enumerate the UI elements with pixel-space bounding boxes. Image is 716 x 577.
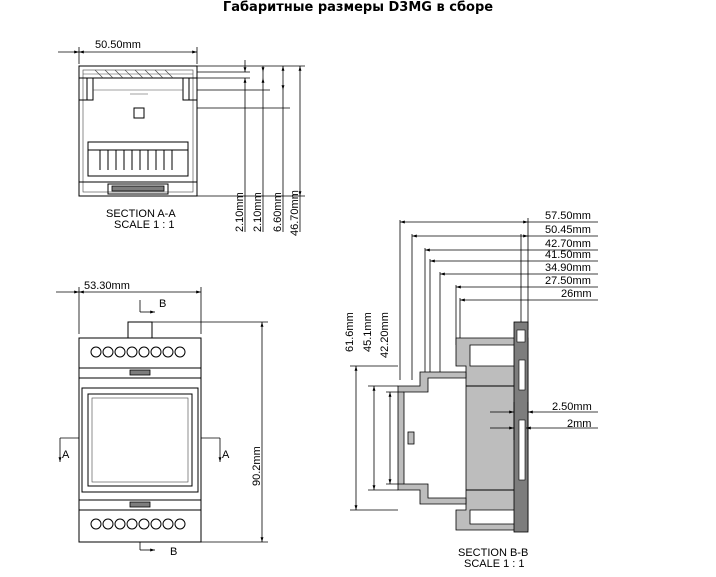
- section-aa-view: 50.50mm: [58, 39, 305, 236]
- section-aa-scale: SCALE 1 : 1: [114, 219, 175, 231]
- section-bb-caption: SECTION B-B: [458, 547, 528, 559]
- top-terminal-row: [90, 346, 186, 358]
- front-height-label: 90.2mm: [251, 446, 263, 486]
- section-aa-dim-3: 6.60mm: [272, 192, 284, 232]
- section-bb-top-dim-1: 57.50mm: [545, 210, 591, 222]
- section-b-marker-top: B: [159, 298, 166, 310]
- front-width-label: 53.30mm: [84, 280, 130, 292]
- section-b-marker-bottom: B: [170, 546, 177, 558]
- section-a-marker-left: A: [62, 449, 70, 461]
- section-aa-dim-1: 2.10mm: [234, 192, 246, 232]
- section-bb-top-dim-2: 50.45mm: [545, 224, 591, 236]
- section-bb-view: 57.50mm 50.45mm 42.70mm 41.50mm 34.90mm …: [344, 210, 598, 570]
- section-bb-top-dim-3: 42.70mm: [545, 238, 591, 250]
- section-bb-left-dim-2: 45.1mm: [362, 312, 374, 352]
- bottom-terminal-row: [90, 518, 186, 530]
- front-view: 53.30mm B: [56, 280, 268, 558]
- section-bb-left-dim-3: 42.20mm: [379, 312, 391, 358]
- section-aa-dim-2: 2.10mm: [252, 192, 264, 232]
- section-aa-dim-4: 46.70mm: [289, 190, 301, 236]
- section-bb-scale: SCALE 1 : 1: [464, 558, 525, 570]
- section-bb-right-dim-1: 2.50mm: [552, 401, 592, 413]
- section-a-marker-right: A: [222, 449, 230, 461]
- section-aa-caption: SECTION A-A: [106, 208, 176, 220]
- section-aa-width-label: 50.50mm: [95, 39, 141, 51]
- section-bb-left-dim-1: 61.6mm: [344, 312, 356, 352]
- page-title: Габаритные размеры D3MG в сборе: [222, 0, 494, 15]
- section-bb-top-dim-4: 41.50mm: [545, 249, 591, 261]
- section-bb-right-dim-2: 2mm: [567, 418, 591, 430]
- section-bb-top-dim-6: 27.50mm: [545, 275, 591, 287]
- section-bb-top-dim-5: 34.90mm: [545, 262, 591, 274]
- section-bb-top-dim-7: 26mm: [561, 288, 592, 300]
